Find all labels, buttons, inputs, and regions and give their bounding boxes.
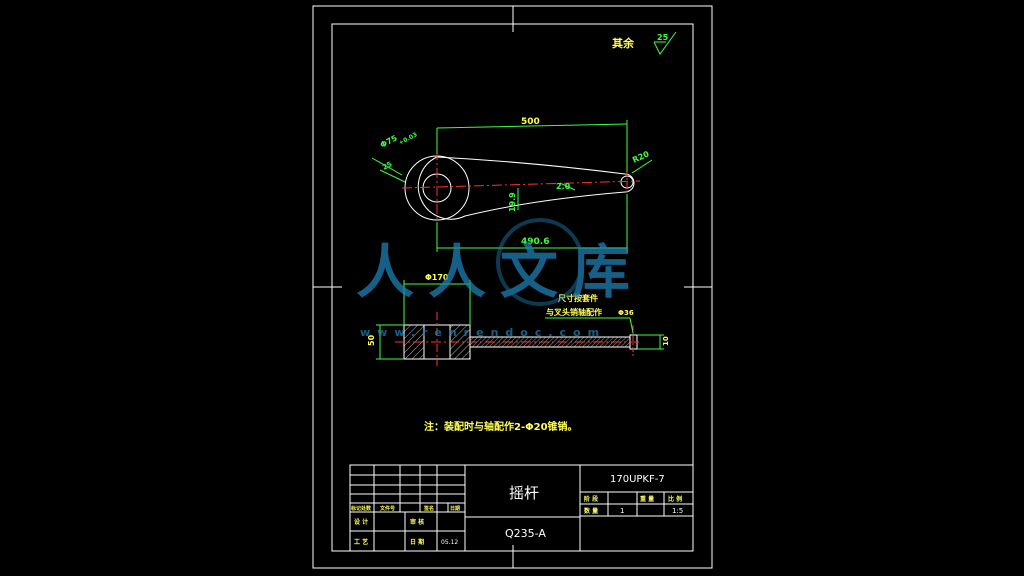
dim-length-top: 500 — [521, 117, 540, 127]
roughness-symbol-icon — [653, 31, 677, 55]
side-view: Φ170 50 Φ36 10 尺寸按套件 与叉头销轴配作 — [367, 273, 670, 366]
material: Q235-A — [505, 527, 546, 540]
dim-arm: 2.0 — [556, 182, 571, 191]
side-note-line2: 与叉头销轴配作 — [546, 307, 602, 317]
dim-pin-diameter: Φ36 — [618, 309, 634, 317]
drawing-number: 170UPKF-7 — [610, 474, 665, 485]
watermark-main: 人人文库 — [356, 238, 644, 306]
col-header-stage: 阶 段 — [584, 495, 598, 503]
dim-end-height: 10 — [662, 336, 670, 346]
rev-header-mark: 标记处数 — [350, 505, 372, 512]
scale-value: 1:5 — [672, 507, 683, 515]
col-header-weight: 重 量 — [640, 495, 654, 503]
date-value: 05.12 — [441, 539, 458, 546]
side-note-line1: 尺寸按套件 — [558, 293, 598, 303]
rev-header-date: 日期 — [450, 505, 460, 512]
dim-boss-diameter: Φ170 — [425, 273, 449, 282]
qty-value: 1 — [620, 507, 624, 515]
assembly-note: 注：装配时与轴配作2-Φ20锥销。 — [424, 420, 578, 433]
qty-label: 数 量 — [584, 507, 598, 515]
roughness-value: 25 — [657, 33, 669, 42]
title-block — [349, 464, 694, 552]
watermark-logo-icon — [496, 218, 584, 306]
roughness-label: 其余 — [612, 36, 635, 50]
approve-label: 日 期 — [410, 538, 424, 546]
part-name: 摇杆 — [509, 484, 539, 502]
process-label: 工 艺 — [354, 538, 368, 546]
watermark: 人人文库 www.renrendoc.com — [356, 218, 644, 339]
watermark-url: www.renrendoc.com — [360, 326, 606, 339]
designer-label: 设 计 — [354, 518, 368, 526]
col-header-scale: 比 例 — [668, 495, 682, 503]
rev-header-sign: 签名 — [423, 505, 434, 512]
dim-length-bottom: 490.6 — [521, 237, 549, 247]
dim-side-height: 50 — [367, 334, 376, 346]
dim-hub-tolerance: +0.03 — [398, 131, 419, 146]
check-label: 审 核 — [410, 518, 424, 526]
dim-hub-diameter: Φ75 — [379, 133, 399, 150]
center-line-main — [401, 180, 641, 189]
lever-outline — [417, 156, 635, 220]
top-view: 500 490.6 Φ75 +0.03 25 R20 2.0 19.9 — [371, 117, 653, 252]
dim-small: 25 — [381, 160, 393, 172]
rev-header-docno: 文件号 — [380, 505, 395, 512]
dim-thickness: 19.9 — [508, 192, 517, 212]
